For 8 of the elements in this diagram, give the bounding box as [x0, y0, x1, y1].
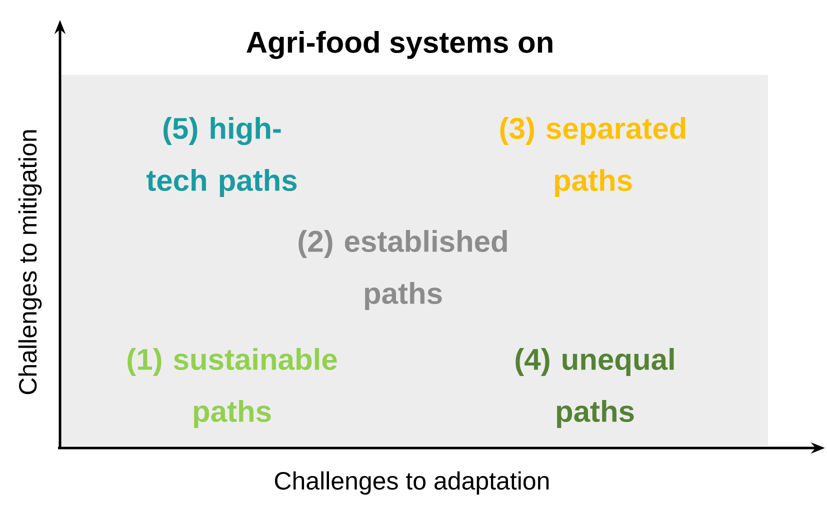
- quadrant-label: (1) sustainable paths: [128, 348, 337, 428]
- quadrant-label: (4) unequal paths: [516, 348, 674, 428]
- quadrant-label: (3) separated paths: [500, 117, 686, 197]
- axis-label: Challenges to mitigation: [18, 130, 42, 394]
- quadrant-label: (5) high-tech paths: [146, 117, 297, 197]
- axis-label: Challenges to adaptation: [274, 471, 549, 495]
- title: Agri-food systems on: [246, 30, 552, 60]
- quadrant-label: (2) established paths: [298, 230, 507, 310]
